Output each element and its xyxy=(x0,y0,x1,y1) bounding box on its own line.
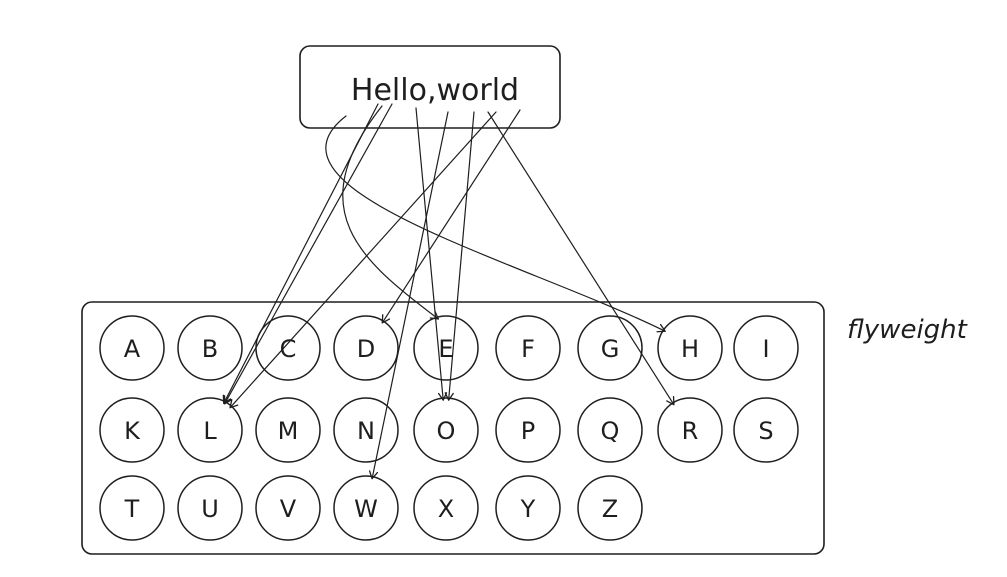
reference-arrow-w-6 xyxy=(368,111,449,480)
letter-node-a: A xyxy=(99,315,165,381)
letter-circle-e xyxy=(413,315,479,381)
letter-node-y: Y xyxy=(495,475,561,541)
letter-node-t: T xyxy=(99,475,165,541)
flyweight-pool-label: flyweight xyxy=(847,315,968,345)
letter-circle-p xyxy=(495,397,561,463)
letter-node-e: E xyxy=(413,315,479,381)
letter-label-c: C xyxy=(280,335,297,363)
letter-circle-u xyxy=(177,475,243,541)
flyweight-pool-box xyxy=(81,301,825,555)
letter-label-k: K xyxy=(124,417,141,445)
letter-node-b: B xyxy=(177,315,243,381)
letter-node-m: M xyxy=(255,397,321,463)
letter-node-w: W xyxy=(333,475,399,541)
letter-circle-d xyxy=(333,315,399,381)
letter-circle-r xyxy=(657,397,723,463)
letter-node-u: U xyxy=(177,475,243,541)
letter-node-d: D xyxy=(333,315,399,381)
letter-circles: A B C D E F G H I K L M N O P Q R S T U V W X Y Z xyxy=(99,315,799,541)
letter-node-v: V xyxy=(255,475,321,541)
letter-circle-m xyxy=(255,397,321,463)
source-string-box-outline xyxy=(299,45,561,129)
letter-node-h: H xyxy=(657,315,723,381)
letter-label-d: D xyxy=(357,335,375,363)
letter-circle-i xyxy=(733,315,799,381)
letter-circle-q xyxy=(577,397,643,463)
reference-arrow-l-3 xyxy=(223,103,393,405)
source-string-text: Hello,world xyxy=(351,73,519,108)
reference-arrow-d-10 xyxy=(381,109,521,324)
letter-node-s: S xyxy=(733,397,799,463)
letter-label-f: F xyxy=(521,335,535,363)
letter-node-i: I xyxy=(733,315,799,381)
letter-label-l: L xyxy=(203,417,217,445)
letter-circle-v xyxy=(255,475,321,541)
letter-node-g: G xyxy=(577,315,643,381)
letter-node-p: P xyxy=(495,397,561,463)
letter-label-y: Y xyxy=(520,495,536,523)
letter-node-l: L xyxy=(177,397,243,463)
letter-label-m: M xyxy=(278,417,299,445)
source-string-box: Hello,world xyxy=(299,45,561,129)
letter-node-q: Q xyxy=(577,397,643,463)
letter-circle-o xyxy=(413,397,479,463)
letter-circle-z xyxy=(577,475,643,541)
letter-label-h: H xyxy=(681,335,699,363)
letter-circle-n xyxy=(333,397,399,463)
letter-circle-w xyxy=(333,475,399,541)
letter-label-q: Q xyxy=(601,417,620,445)
letter-label-e: E xyxy=(438,335,453,363)
reference-arrow-l-4 xyxy=(222,103,379,404)
reference-arrow-l-9 xyxy=(229,111,497,409)
letter-node-n: N xyxy=(333,397,399,463)
letter-circle-y xyxy=(495,475,561,541)
letter-circle-f xyxy=(495,315,561,381)
letter-label-a: A xyxy=(124,335,141,363)
letter-label-t: T xyxy=(124,495,140,523)
reference-arrows xyxy=(222,103,675,480)
reference-arrow-h-1 xyxy=(325,115,666,333)
letter-circle-b xyxy=(177,315,243,381)
letter-circle-a xyxy=(99,315,165,381)
letter-label-n: N xyxy=(357,417,375,445)
letter-label-w: W xyxy=(354,495,378,523)
letter-node-o: O xyxy=(413,397,479,463)
letter-label-r: R xyxy=(682,417,699,445)
letter-label-z: Z xyxy=(602,495,618,523)
letter-label-s: S xyxy=(758,417,773,445)
letter-circle-h xyxy=(657,315,723,381)
letter-node-z: Z xyxy=(577,475,643,541)
letter-circle-s xyxy=(733,397,799,463)
letter-label-v: V xyxy=(280,495,297,523)
letter-node-f: F xyxy=(495,315,561,381)
letter-label-x: X xyxy=(438,495,454,523)
letter-label-b: B xyxy=(202,335,218,363)
letter-circle-g xyxy=(577,315,643,381)
letter-circle-c xyxy=(255,315,321,381)
letter-circle-t xyxy=(99,475,165,541)
letter-label-g: G xyxy=(601,335,620,363)
letter-node-k: K xyxy=(99,397,165,463)
reference-arrow-o-7 xyxy=(444,111,475,401)
letter-label-i: I xyxy=(762,335,769,363)
letter-circle-x xyxy=(413,475,479,541)
letter-label-p: P xyxy=(521,417,535,445)
letter-node-c: C xyxy=(255,315,321,381)
letter-label-o: O xyxy=(437,417,456,445)
letter-node-x: X xyxy=(413,475,479,541)
letter-circle-k xyxy=(99,397,165,463)
letter-node-r: R xyxy=(657,397,723,463)
letter-circle-l xyxy=(177,397,243,463)
letter-label-u: U xyxy=(201,495,219,523)
reference-arrow-o-5 xyxy=(415,107,448,401)
reference-arrow-r-8 xyxy=(487,111,675,406)
